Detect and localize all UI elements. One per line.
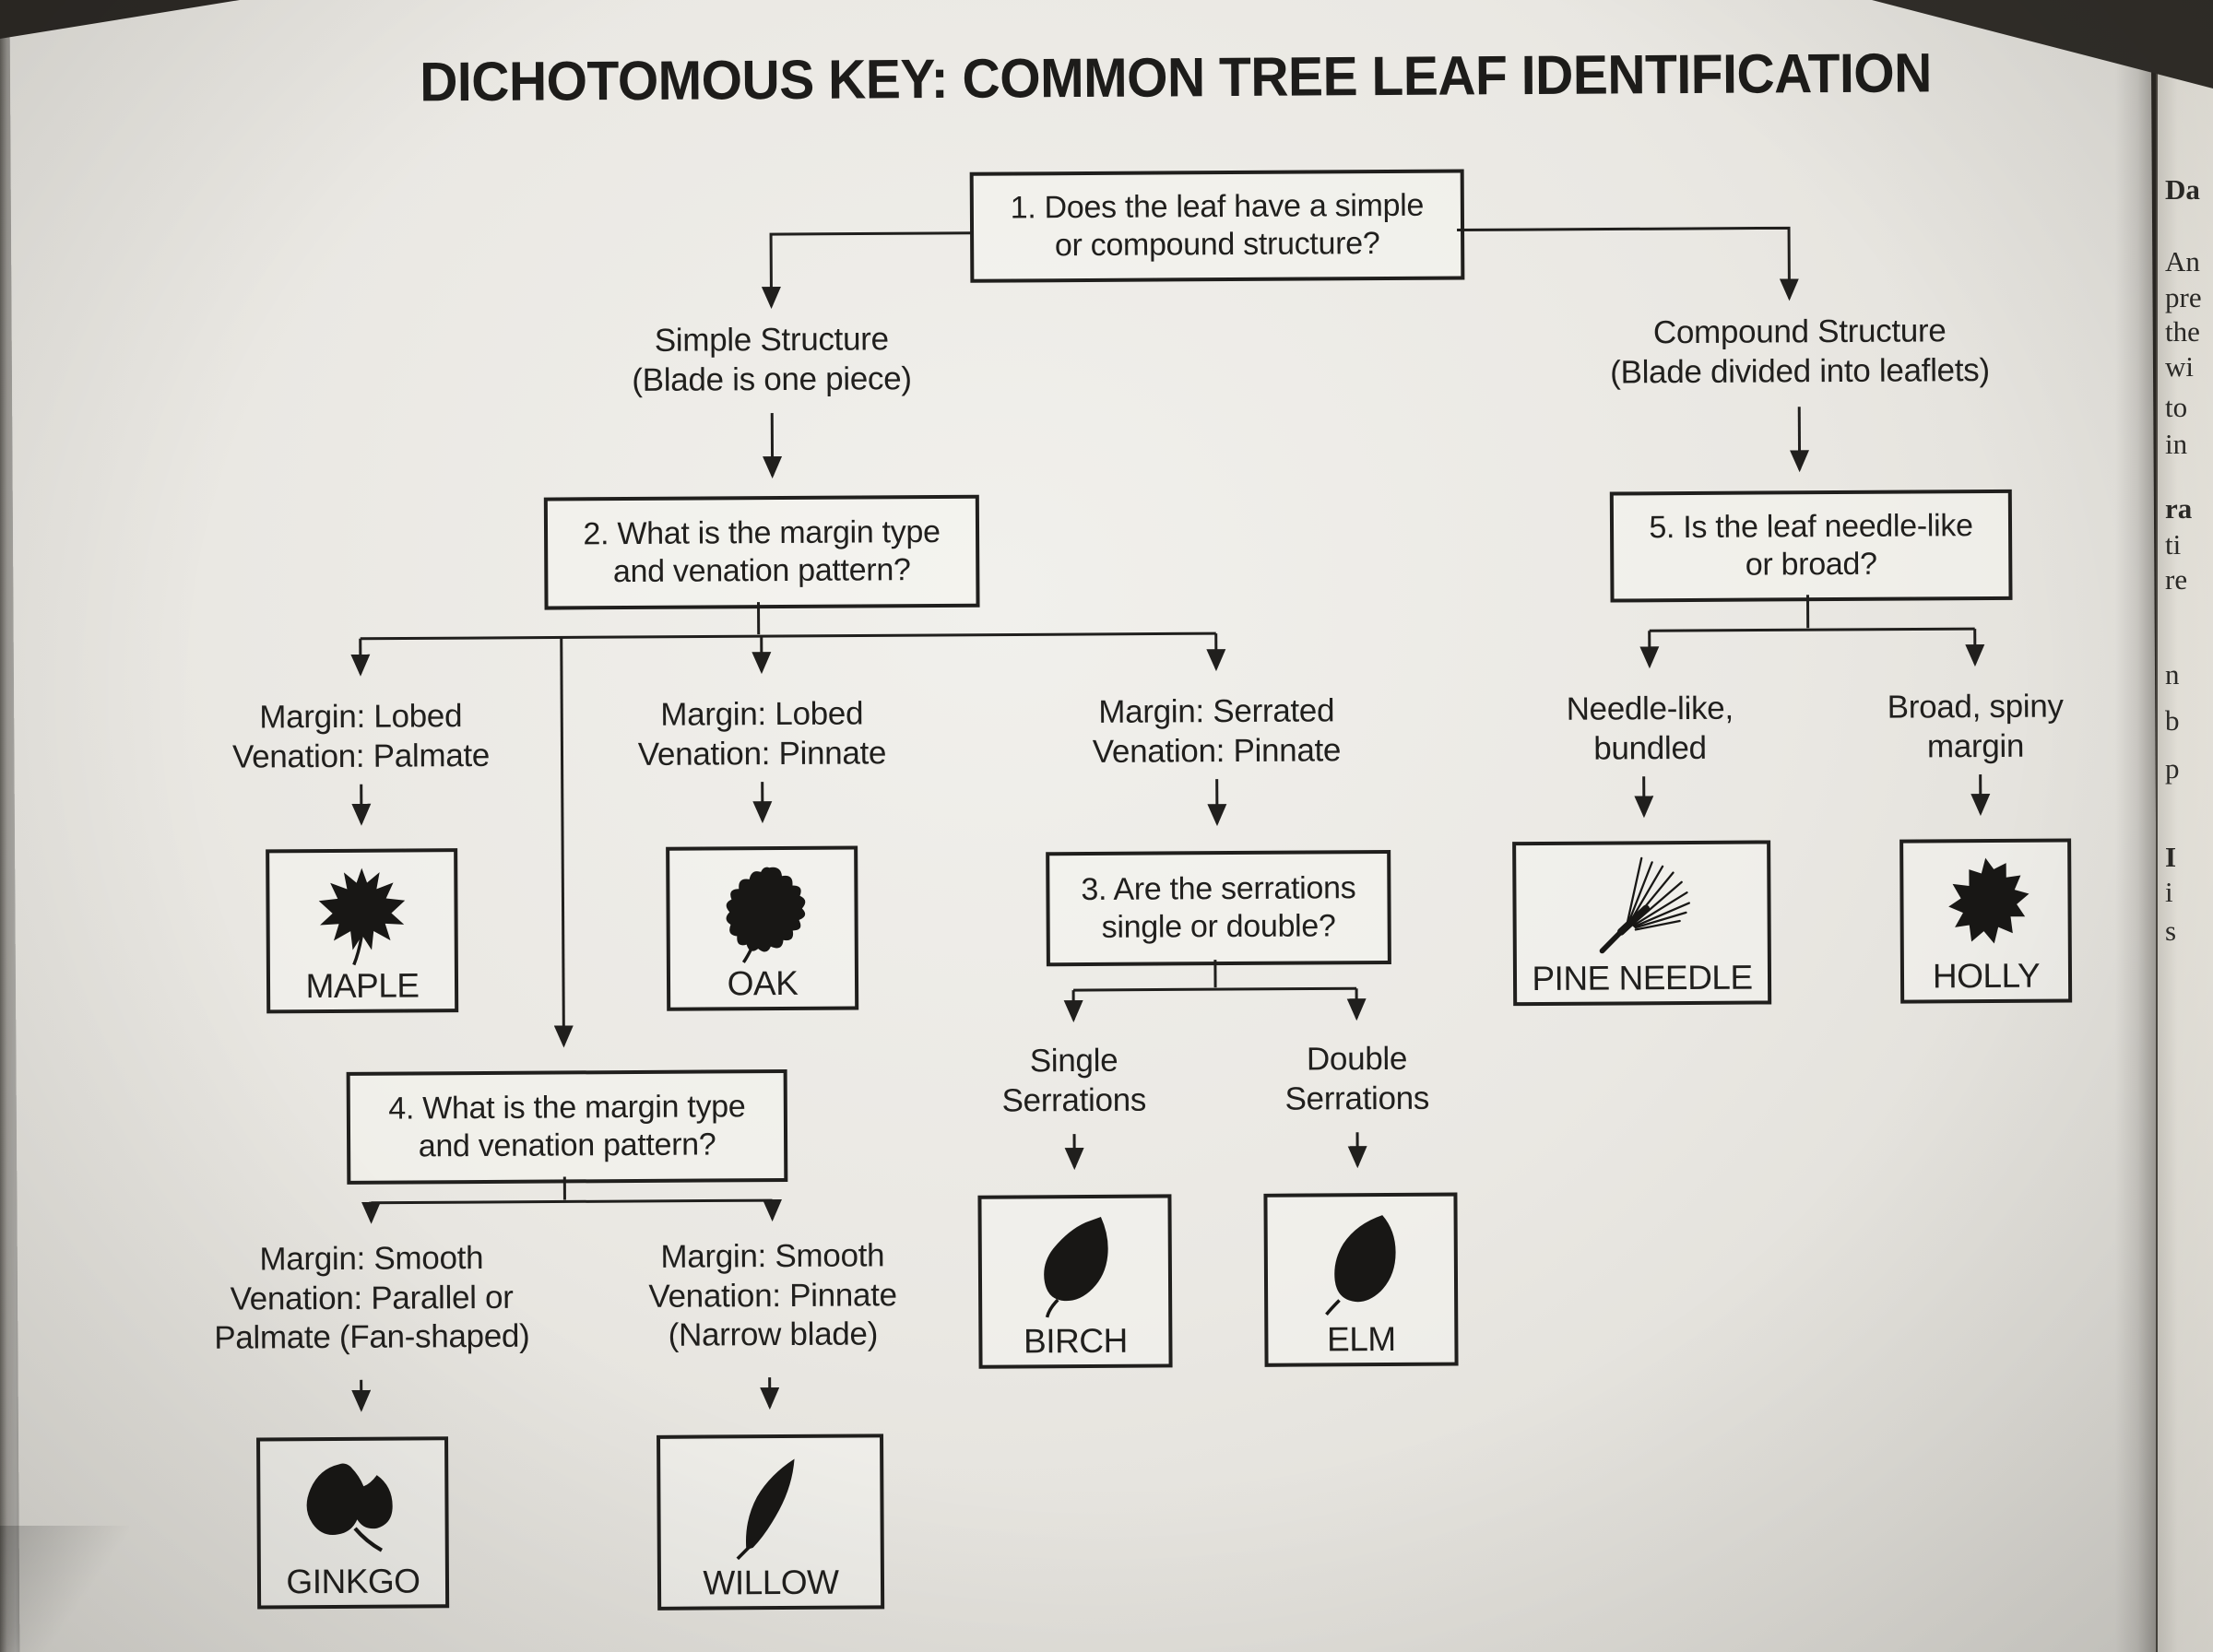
adjacent-page-text-fragment: in [2165,428,2188,460]
adjacent-page-text-fragment: to [2165,391,2188,423]
adjacent-page-text-fragment: the [2165,315,2200,348]
left-book-page: DICHOTOMOUS KEY: COMMON TREE LEAF IDENTI… [9,0,2161,1652]
adjacent-page-text-fragment: I [2165,841,2177,873]
birch-leaf-icon [1044,1216,1108,1318]
result-ginkgo: GINKGO [256,1436,450,1610]
ginkgo-leaf-icon [306,1463,393,1552]
willow-leaf-icon [736,1458,795,1561]
adjacent-page-text-fragment: wi [2165,350,2194,383]
result-birch: BIRCH [977,1194,1173,1369]
maple-leaf-icon [318,867,406,966]
adjacent-page-text-fragment: n [2165,658,2180,690]
adjacent-page-text-fragment: pre [2165,281,2202,313]
result-holly: HOLLY [1899,838,2073,1004]
result-willow: WILLOW [657,1434,885,1611]
adjacent-page-text-fragment: ti [2165,528,2182,560]
adjacent-page-text-fragment: Da [2165,173,2200,206]
adjacent-page [2156,0,2213,1652]
adjacent-page-text-fragment: s [2165,914,2177,947]
adjacent-page-text-fragment: ra [2165,492,2193,525]
result-oak: OAK [666,845,859,1011]
result-pine-needle: PINE NEEDLE [1512,840,1772,1007]
elm-leaf-icon [1325,1215,1396,1316]
adjacent-page-text-fragment: An [2165,245,2200,277]
holly-leaf-icon [1948,857,2030,944]
result-elm: ELM [1263,1192,1459,1367]
adjacent-page-text-fragment: p [2165,752,2180,785]
adjacent-page-text-fragment: b [2165,704,2180,737]
adjacent-page-text-fragment: re [2165,563,2188,596]
oak-leaf-icon [726,867,806,963]
result-maple: MAPLE [266,848,459,1014]
adjacent-page-text-fragment: i [2165,876,2173,908]
pine-needle-icon [1599,856,1690,954]
